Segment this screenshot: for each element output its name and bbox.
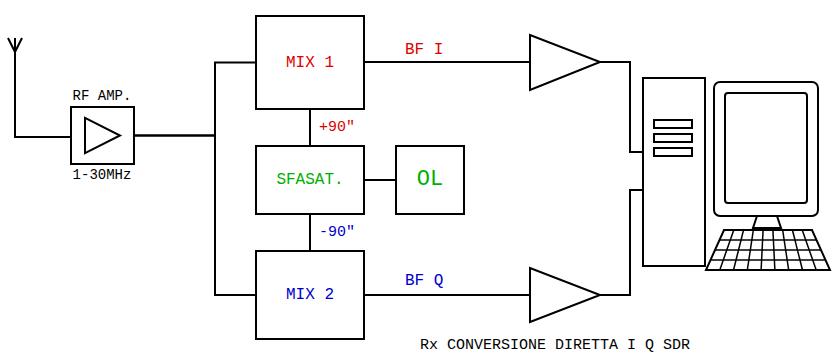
keyboard xyxy=(706,230,830,270)
box-text-column: MIX 1 xyxy=(286,53,334,73)
caption: Rx CONVERSIONE DIRETTA I Q SDR xyxy=(420,337,690,354)
phase-label: +90" xyxy=(318,119,356,136)
signal-label-holder: BF I xyxy=(405,40,443,60)
antenna-symbol xyxy=(8,38,22,52)
bf-q-wire xyxy=(365,294,530,296)
process-box: SFASAT. xyxy=(255,145,365,215)
box-text-column: SFASAT. xyxy=(276,170,343,190)
signal-label-holder: BF Q xyxy=(405,271,443,291)
monitor-screen xyxy=(725,93,807,203)
connector xyxy=(135,63,256,136)
drive-slot xyxy=(654,148,692,156)
box-label: MIX 1 xyxy=(286,53,334,73)
pc-input-wire xyxy=(600,190,643,295)
box-label: SFASAT. xyxy=(276,170,343,190)
computer-tower xyxy=(643,78,705,266)
process-box: OL xyxy=(395,145,465,215)
drive-slot xyxy=(654,120,692,128)
signal-name: BF Q xyxy=(405,272,443,290)
process-box: MIX 2 xyxy=(255,250,365,340)
phase-label: -90" xyxy=(318,224,356,241)
process-box: MIX 1 xyxy=(255,15,365,110)
signal-name: BF I xyxy=(405,41,443,59)
bf-i-wire xyxy=(365,61,530,63)
antenna-wire xyxy=(15,38,70,137)
amplifier-block: RF AMP. 1-30MHz xyxy=(62,86,142,185)
amplifier-symbol xyxy=(530,35,600,90)
block-label: RF AMP. xyxy=(73,86,132,106)
monitor xyxy=(714,82,818,216)
box-label: OL xyxy=(417,170,443,190)
amplifier-symbol xyxy=(72,108,133,163)
box-text-column: OL xyxy=(417,170,443,190)
pc-input-wire xyxy=(600,62,643,152)
amplifier-symbol xyxy=(530,268,600,322)
drive-slot xyxy=(654,134,692,142)
keyboard-keys xyxy=(711,230,826,270)
block-label: 1-30MHz xyxy=(73,165,132,185)
caption-holder: Rx CONVERSIONE DIRETTA I Q SDR xyxy=(420,336,690,356)
connector xyxy=(309,215,311,250)
edge-label-holder: +90" xyxy=(318,118,356,138)
edge-label-holder: -90" xyxy=(318,223,356,243)
connector xyxy=(309,110,311,145)
box-label: MIX 2 xyxy=(286,285,334,305)
amplifier-box xyxy=(70,106,135,165)
monitor-stand xyxy=(753,216,781,228)
box-text-column: MIX 2 xyxy=(286,285,334,305)
connector xyxy=(135,136,256,296)
connector xyxy=(365,179,395,181)
